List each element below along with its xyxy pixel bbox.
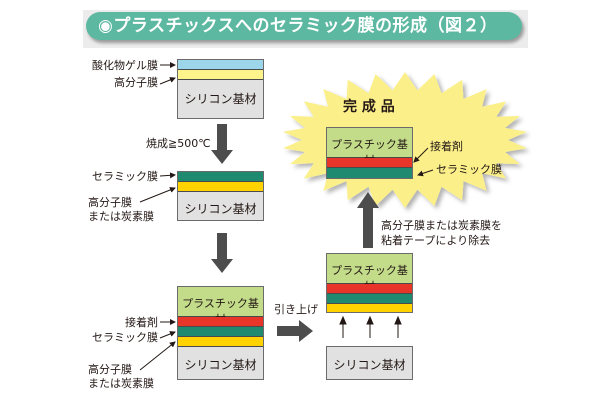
pointer-ceramic-2 xyxy=(159,172,176,179)
label-oxide-gel: 酸化物ゲル膜 xyxy=(92,59,158,72)
silicon-substrate: シリコン基材 xyxy=(178,347,263,379)
step2-stack: シリコン基材 xyxy=(177,171,264,221)
silicon-substrate-label: シリコン基材 xyxy=(184,358,257,372)
label-ceramic: セラミック膜 xyxy=(436,163,502,176)
removal-label-line2: 粘着テープにより除去 xyxy=(381,234,491,247)
label-adhesive: 接着剤 xyxy=(125,316,158,329)
silicon-substrate: シリコン基材 xyxy=(178,80,263,118)
pointer-polymer xyxy=(159,77,176,85)
label-ceramic: セラミック膜 xyxy=(92,170,158,183)
polymer-layer xyxy=(178,337,263,347)
ceramic-layer xyxy=(178,327,263,337)
plastic-substrate: プラスチック基材 xyxy=(327,254,412,293)
ceramic-layer xyxy=(327,294,412,304)
step1-stack: シリコン基材 xyxy=(177,59,264,119)
label-polymer-line2: または炭素膜 xyxy=(88,210,154,223)
polymer-layer xyxy=(327,304,412,312)
final-product-title: 完 成 品 xyxy=(343,99,395,115)
silicon-substrate-label: シリコン基材 xyxy=(184,202,257,216)
silicon-substrate: シリコン基材 xyxy=(178,192,263,220)
oxide-gel-layer xyxy=(178,60,263,70)
pointer-adhesive-final xyxy=(413,147,429,163)
removal-label-line1: 高分子膜または炭素膜を xyxy=(381,219,502,232)
final-stack: プラスチック基材 xyxy=(326,127,413,179)
pointer-polymer-2 xyxy=(139,187,176,203)
adhesive-layer xyxy=(327,158,412,168)
silicon-substrate-label: シリコン基材 xyxy=(333,358,406,372)
pointer-ceramic-final xyxy=(417,169,434,177)
silicon-substrate: シリコン基材 xyxy=(327,347,412,379)
header-banner xyxy=(86,12,522,40)
up-arrow xyxy=(357,192,379,248)
step4-silicon-stack: シリコン基材 xyxy=(326,346,413,380)
plastic-substrate: プラスチック基材 xyxy=(327,128,412,167)
figure-title: ◉プラスチックスへのセラミック膜の形成（図２） xyxy=(98,16,498,36)
silicon-substrate-label: シリコン基材 xyxy=(184,92,257,106)
lift-label: 引き上げ xyxy=(274,303,318,316)
label-polymer: 高分子膜 xyxy=(114,76,158,89)
pointer-ceramic-3 xyxy=(159,331,176,339)
plastic-substrate: プラスチック基材 xyxy=(178,287,263,326)
pointer-polymer-3 xyxy=(139,341,176,371)
polymer-layer xyxy=(178,70,263,80)
step4-stack: プラスチック基材 xyxy=(326,253,413,313)
label-adhesive: 接着剤 xyxy=(430,140,463,153)
ceramic-layer xyxy=(327,168,412,178)
ceramic-layer xyxy=(178,172,263,182)
label-ceramic: セラミック膜 xyxy=(92,331,158,344)
label-polymer-line1: 高分子膜 xyxy=(88,196,132,209)
right-arrow xyxy=(277,320,313,342)
adhesive-layer xyxy=(327,284,412,294)
polymer-layer xyxy=(178,182,263,192)
lift-arrows xyxy=(339,315,402,338)
step3-stack: プラスチック基材 シリコン基材 xyxy=(177,286,264,380)
label-polymer-line1: 高分子膜 xyxy=(88,363,132,376)
adhesive-layer xyxy=(178,317,263,327)
firing-label: 焼成≧500℃ xyxy=(146,137,211,150)
down-arrow-1 xyxy=(211,124,233,164)
down-arrow-2 xyxy=(211,233,233,273)
label-polymer-line2: または炭素膜 xyxy=(88,377,154,390)
